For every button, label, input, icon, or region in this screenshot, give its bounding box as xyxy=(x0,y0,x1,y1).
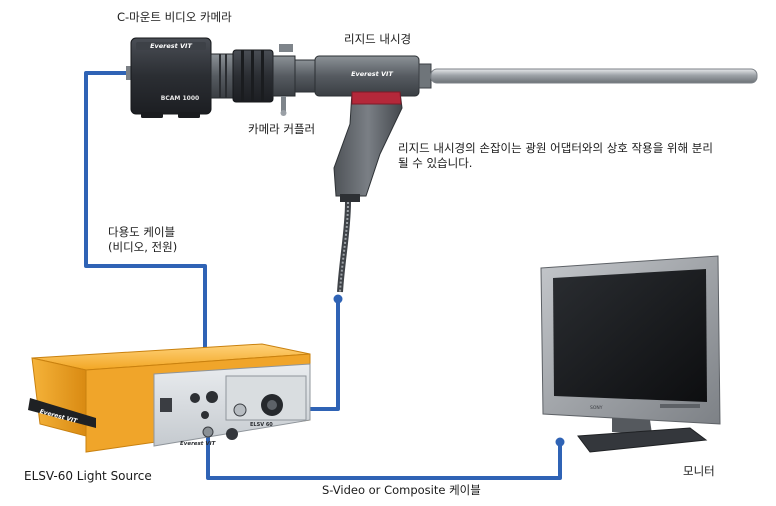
camera-brand: Everest VIT xyxy=(150,42,192,50)
label-svideo-cable: S-Video or Composite 케이블 xyxy=(322,483,481,497)
label-light-source: ELSV-60 Light Source xyxy=(24,469,152,483)
camera-icon: Everest VIT BCAM 1000 xyxy=(126,37,212,118)
label-multi-cable-line1: 다용도 케이블 xyxy=(108,225,176,239)
camera-model: BCAM 1000 xyxy=(161,95,199,102)
label-rigid-scope: 리지드 내시경 xyxy=(344,32,412,46)
multi-purpose-cable xyxy=(84,71,207,398)
cable-end-dot xyxy=(555,437,565,447)
rigid-scope-icon: Everest VIT xyxy=(294,55,758,293)
cable-end-dot xyxy=(333,294,343,304)
coupler-icon xyxy=(210,44,296,116)
label-camera-coupler: 카메라 커플러 xyxy=(248,122,316,136)
box-model: ELSV 60 xyxy=(250,422,273,428)
scope-brand: Everest VIT xyxy=(351,70,393,78)
svideo-cable xyxy=(206,434,562,480)
label-monitor: 모니터 xyxy=(683,464,715,478)
label-camera: C-마운트 비디오 카메라 xyxy=(117,10,232,24)
monitor-brand: SONY xyxy=(590,405,603,411)
light-source-icon: Everest VIT Everest VIT ELSV 60 xyxy=(28,343,311,453)
label-multi-cable-line2: (비디오, 전원) xyxy=(108,240,178,254)
box-front-brand: Everest VIT xyxy=(180,441,217,447)
light-guide-cable xyxy=(297,299,340,411)
label-detach-note: 리지드 내시경의 손잡이는 광원 어댑터와의 상호 작용을 위해 분리될 수 있… xyxy=(398,141,713,170)
monitor-icon: SONY xyxy=(540,255,721,453)
